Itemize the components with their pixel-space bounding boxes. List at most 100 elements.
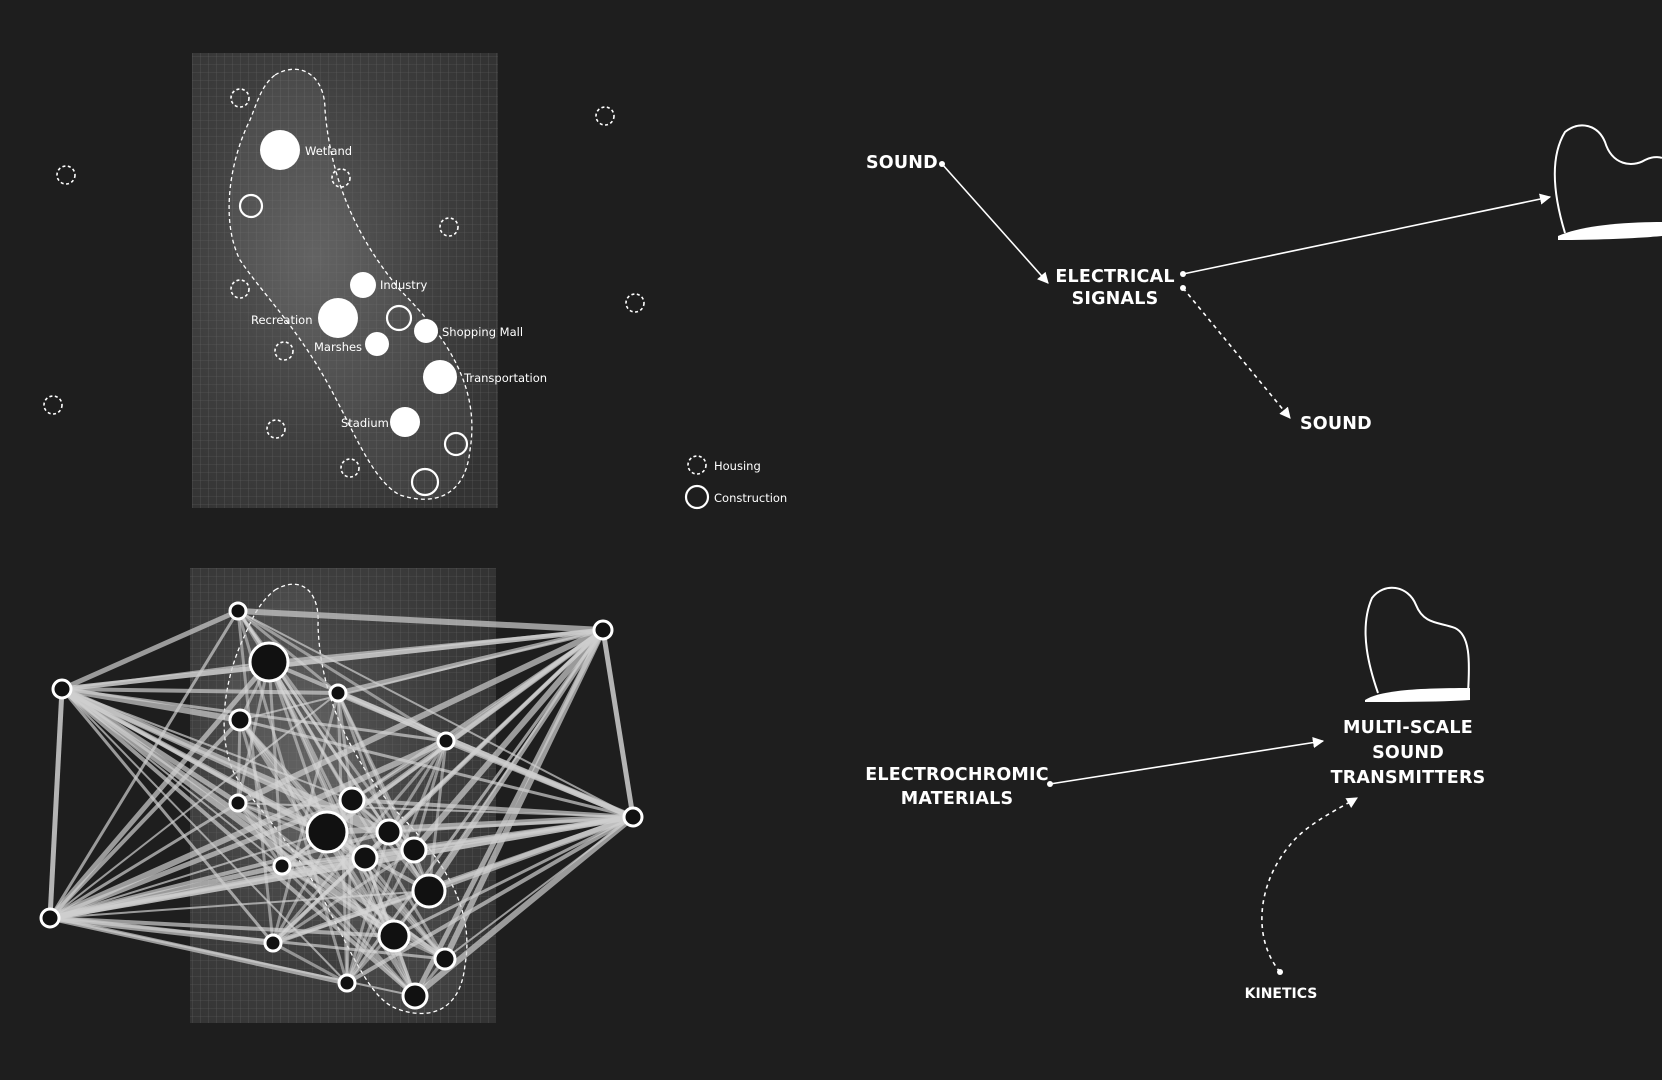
- network-edge: [61, 661, 270, 690]
- label-shopping-mall: Shopping Mall: [442, 325, 523, 339]
- network-node: [272, 856, 292, 876]
- flow-bottom-target-line1: MULTI-SCALE: [1343, 718, 1473, 738]
- network-node: [263, 933, 283, 953]
- network-node: [436, 731, 456, 751]
- network-edge: [48, 660, 271, 920]
- node-wetland: [260, 130, 300, 170]
- network-edge: [345, 831, 391, 984]
- network-edge: [237, 608, 604, 633]
- network-node: [51, 678, 73, 700]
- network-edge: [271, 692, 340, 944]
- network-edge: [280, 864, 417, 998]
- network-node: [228, 601, 248, 621]
- program-nodes: [260, 130, 457, 437]
- network-node: [375, 818, 403, 846]
- flow-bottom-secondary: KINETICS: [1245, 986, 1318, 1002]
- legend-construction-label: Construction: [714, 491, 787, 505]
- network-edge: [47, 688, 65, 919]
- network-edge: [351, 798, 634, 819]
- network-edge: [60, 688, 275, 944]
- network-node: [305, 810, 349, 854]
- network-edge: [48, 718, 242, 920]
- chair-icon: [1553, 124, 1662, 240]
- legend-housing-label: Housing: [714, 459, 761, 473]
- network-node: [228, 793, 248, 813]
- network-map: [39, 568, 644, 1023]
- network-edge: [388, 815, 634, 834]
- network-edge: [387, 740, 448, 833]
- network-edge: [236, 719, 242, 804]
- legend-construction-icon: [684, 484, 710, 510]
- network-edge: [281, 856, 366, 868]
- flow-top-middle-line2: SIGNALS: [1072, 289, 1159, 309]
- flow-top-arrow-dashed: [1182, 287, 1291, 419]
- network-edge: [237, 610, 634, 818]
- network-node: [400, 836, 428, 864]
- legend-housing-icon: [687, 455, 707, 475]
- network-edge: [236, 801, 417, 998]
- network-edge: [237, 609, 339, 695]
- node-marshes: [365, 332, 389, 356]
- network-edge: [350, 799, 431, 892]
- node-shopping-mall: [414, 319, 438, 343]
- network-edge: [412, 740, 448, 851]
- network-node: [351, 844, 379, 872]
- flow-top: SOUND ELECTRICAL SIGNALS SOUND: [866, 124, 1662, 434]
- network-edge: [427, 740, 448, 892]
- flow-top-arrow-2: [1182, 193, 1552, 275]
- label-transportation: Transportation: [463, 371, 547, 385]
- label-industry: Industry: [380, 278, 427, 292]
- node-labels: Wetland Industry Recreation Shopping Mal…: [251, 144, 547, 430]
- network-edge: [272, 941, 348, 985]
- network-edge: [237, 801, 446, 961]
- flow-top-source: SOUND: [866, 153, 938, 173]
- network-edge: [337, 691, 447, 743]
- flow-top-output: SOUND: [1300, 414, 1372, 434]
- construction-markers: [238, 193, 469, 497]
- network-node: [228, 708, 252, 732]
- housing-markers: [43, 88, 645, 478]
- network-node: [338, 786, 366, 814]
- network-nodes: [39, 601, 644, 1010]
- network-edge: [49, 692, 339, 919]
- chair-icon-bottom: [1364, 586, 1470, 702]
- network-node: [328, 683, 348, 703]
- node-recreation: [318, 298, 358, 338]
- network-edge: [272, 848, 415, 945]
- site-map-top: Wetland Industry Recreation Shopping Mal…: [43, 53, 645, 508]
- network-edge: [271, 740, 448, 944]
- network-edge: [345, 849, 416, 984]
- flow-bottom-input-line2: MATERIALS: [901, 789, 1014, 809]
- node-transportation: [423, 360, 457, 394]
- network-edge: [236, 627, 605, 806]
- network-edge: [236, 802, 284, 867]
- network-edge: [272, 889, 430, 945]
- network-edge: [351, 739, 447, 802]
- flow-bottom-target-line3: TRANSMITTERS: [1331, 768, 1486, 788]
- network-node: [39, 907, 61, 929]
- flow-top-middle-line1: ELECTRICAL: [1055, 267, 1174, 287]
- network-node: [377, 919, 411, 953]
- label-wetland: Wetland: [305, 144, 352, 158]
- network-node: [592, 619, 614, 641]
- network-edge: [49, 916, 446, 961]
- network-edge: [600, 629, 636, 818]
- network-node: [337, 973, 357, 993]
- flow-bottom-target-line2: SOUND: [1372, 743, 1444, 763]
- network-edge: [237, 609, 447, 743]
- network-edge: [411, 628, 606, 852]
- node-industry: [350, 272, 376, 298]
- node-stadium: [390, 407, 420, 437]
- network-edge: [49, 916, 395, 938]
- network-node: [433, 947, 457, 971]
- flow-bottom-arrow-main: [1049, 737, 1325, 785]
- network-edge: [445, 738, 634, 820]
- network-edge: [236, 661, 271, 804]
- network-edge: [336, 692, 354, 801]
- network-edge: [49, 801, 239, 920]
- legend: Housing Construction: [684, 455, 787, 510]
- label-marshes: Marshes: [314, 340, 362, 354]
- network-node: [411, 873, 447, 909]
- flow-top-arrow-1: [941, 163, 1049, 284]
